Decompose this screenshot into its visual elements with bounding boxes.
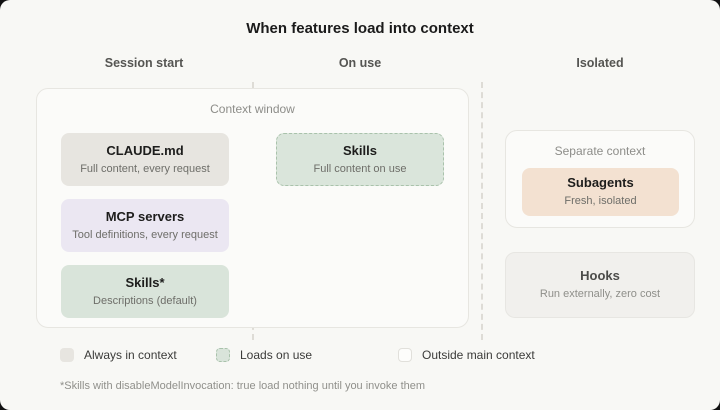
card-skills-default-title: Skills* (125, 274, 165, 290)
card-claude-md-title: CLAUDE.md (106, 142, 184, 158)
legend-label-always: Always in context (84, 348, 177, 362)
card-hooks-title: Hooks (580, 268, 620, 284)
page-title: When features load into context (246, 20, 474, 37)
card-hooks-subtitle: Run externally, zero cost (539, 288, 661, 301)
legend-swatch-onuse-icon (216, 348, 230, 362)
column-divider-right (481, 82, 483, 340)
card-hooks: Hooks Run externally, zero cost (505, 252, 695, 318)
column-header-session-start: Session start (104, 56, 184, 70)
card-subagents: Subagents Fresh, isolated (522, 168, 679, 216)
context-window-label: Context window (210, 102, 295, 116)
legend-swatch-outside-icon (398, 348, 412, 362)
context-window-panel: Context window CLAUDE.md Full content, e… (36, 88, 469, 328)
card-skills-on-use-title: Skills (343, 142, 377, 158)
card-claude-md-subtitle: Full content, every request (80, 162, 210, 175)
legend-item-outside-main-context: Outside main context (398, 348, 535, 362)
card-mcp-servers-title: MCP servers (105, 208, 185, 224)
legend-label-outside: Outside main context (422, 348, 535, 362)
card-mcp-servers-subtitle: Tool definitions, every request (72, 228, 218, 241)
card-skills-on-use: Skills Full content on use (276, 133, 444, 186)
separate-context-label: Separate context (554, 144, 646, 158)
card-subagents-title: Subagents (567, 175, 634, 191)
column-header-on-use: On use (338, 56, 382, 70)
legend-item-always-in-context: Always in context (60, 348, 177, 362)
card-skills-on-use-subtitle: Full content on use (313, 162, 407, 175)
legend-swatch-always-icon (60, 348, 74, 362)
legend-label-onuse: Loads on use (240, 348, 313, 362)
card-subagents-subtitle: Fresh, isolated (564, 195, 637, 208)
footnote: *Skills with disableModelInvocation: tru… (60, 380, 426, 392)
column-header-isolated: Isolated (576, 56, 624, 70)
card-skills-default: Skills* Descriptions (default) (61, 265, 229, 318)
legend-item-loads-on-use: Loads on use (216, 348, 312, 362)
card-mcp-servers: MCP servers Tool definitions, every requ… (61, 199, 229, 252)
card-claude-md: CLAUDE.md Full content, every request (61, 133, 229, 186)
separate-context-panel: Separate context Subagents Fresh, isolat… (505, 130, 695, 228)
card-skills-default-subtitle: Descriptions (default) (93, 294, 197, 307)
